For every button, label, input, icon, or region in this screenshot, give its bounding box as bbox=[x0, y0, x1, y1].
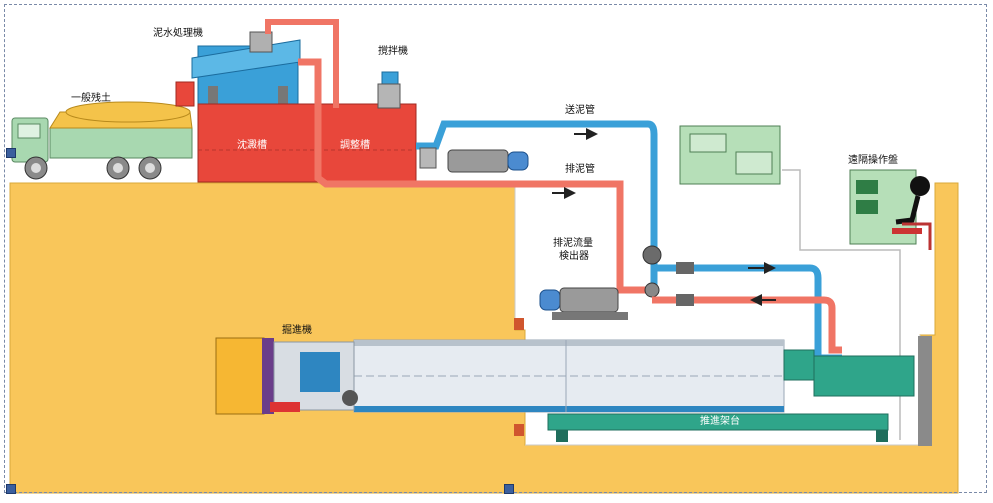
slurry-treatment-machine bbox=[191, 31, 301, 105]
feed-pump bbox=[419, 147, 529, 173]
resize-handle-left[interactable] bbox=[6, 148, 16, 158]
stirrer bbox=[377, 71, 401, 109]
tunnel-excavator bbox=[215, 337, 358, 415]
jacking-unit bbox=[783, 336, 932, 446]
discharge-pump bbox=[539, 287, 628, 320]
label-slurry-treatment-machine: 泥水処理機 bbox=[153, 28, 203, 39]
label-discharge-pipe: 排泥管 bbox=[565, 164, 595, 175]
discharge-pipe bbox=[298, 58, 646, 294]
feed-pipe bbox=[416, 120, 658, 290]
resize-handle-bottom[interactable] bbox=[504, 484, 514, 494]
label-flow-detector-2: 検出器 bbox=[559, 251, 589, 262]
dump-truck bbox=[11, 101, 193, 180]
label-general-soil: 一般残土 bbox=[71, 93, 111, 104]
label-excavator: 掘進機 bbox=[282, 325, 312, 336]
control-unit bbox=[679, 125, 781, 185]
label-flow-detector-1: 排泥流量 bbox=[553, 238, 593, 249]
label-feed-pipe: 送泥管 bbox=[565, 105, 595, 116]
label-jacking-base: 推進架台 bbox=[700, 416, 740, 427]
casing-pipe bbox=[353, 339, 785, 413]
label-settling-tank: 沈澱槽 bbox=[237, 140, 267, 151]
label-adjustment-tank: 調整槽 bbox=[340, 140, 370, 151]
remote-panel bbox=[849, 169, 932, 250]
label-remote-panel: 遠隔操作盤 bbox=[848, 155, 898, 166]
jacking-base bbox=[547, 413, 889, 442]
resize-handle-bottom-left[interactable] bbox=[6, 484, 16, 494]
label-stirrer: 撹拌機 bbox=[378, 46, 408, 57]
